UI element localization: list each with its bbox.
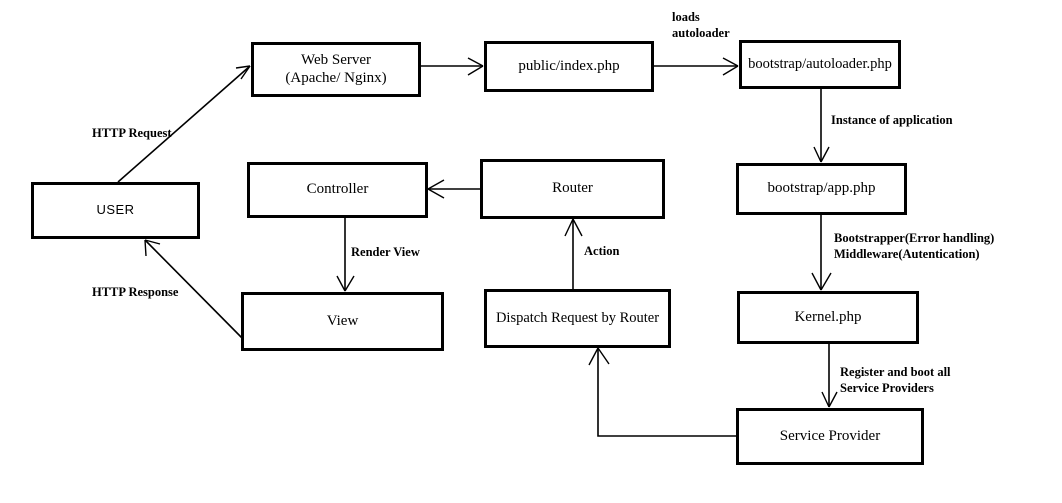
node-controller[interactable]: Controller (247, 162, 428, 218)
arrowhead-user-to-webserver (235, 65, 251, 80)
arrowhead-index-to-autoloader (722, 57, 739, 76)
arrowhead-router-to-controller (427, 179, 445, 199)
edge-label-action: Action (584, 244, 620, 258)
node-bootstrap-autoloader-php[interactable]: bootstrap/autoloader.php (739, 40, 901, 89)
node-bootstrap-app-php[interactable]: bootstrap/app.php (736, 163, 907, 215)
arrowhead-kernel-to-serviceprovider (821, 391, 838, 408)
edge-label-bootstrapper-middleware: Bootstrapper(Error handling) Middleware(… (834, 231, 995, 261)
node-public-index-php[interactable]: public/index.php (484, 41, 654, 92)
arrowhead-controller-to-view (336, 275, 355, 292)
edge-label-loads-autoloader: loads autoloader (672, 10, 730, 40)
node-service-provider[interactable]: Service Provider (736, 408, 924, 465)
arrowhead-dispatch-to-router (564, 218, 583, 237)
arrowhead-webserver-to-index (467, 57, 484, 76)
edge-label-http-response: HTTP Response (92, 285, 179, 299)
node-view[interactable]: View (241, 292, 444, 351)
edge-label-http-request: HTTP Request (92, 126, 172, 140)
arrowhead-view-to-user (144, 239, 161, 257)
node-kernel-php[interactable]: Kernel.php (737, 291, 919, 344)
edge-label-instance-of-application: Instance of application (831, 113, 953, 127)
arrowhead-app-to-kernel (811, 272, 832, 291)
node-dispatch-request-by-router[interactable]: Dispatch Request by Router (484, 289, 671, 348)
node-web-server[interactable]: Web Server (Apache/ Nginx) (251, 42, 421, 97)
edge-label-render-view: Render View (351, 245, 420, 259)
arrowhead-serviceprovider-to-dispatch (588, 347, 610, 366)
node-router[interactable]: Router (480, 159, 665, 219)
node-user[interactable]: USER (31, 182, 200, 239)
arrowhead-autoloader-to-app (813, 146, 830, 163)
edge-user-to-webserver (117, 65, 251, 183)
edge-label-register-and-boot: Register and boot all Service Providers (840, 365, 951, 395)
edge-serviceprovider-to-dispatch (597, 348, 736, 437)
